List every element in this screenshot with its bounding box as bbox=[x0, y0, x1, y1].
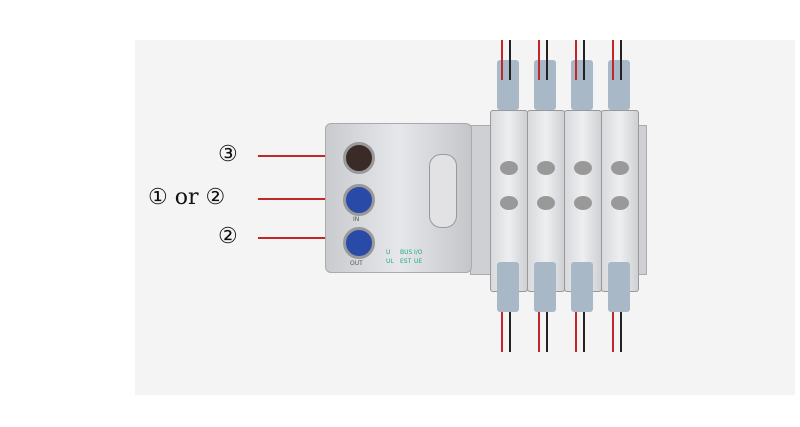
coil-bottom bbox=[534, 262, 556, 312]
led-panel: U BUS I/O UL EST UE bbox=[386, 249, 426, 265]
wire bbox=[501, 40, 503, 80]
power-connector bbox=[343, 142, 375, 174]
wire bbox=[509, 40, 511, 80]
solenoid-valve bbox=[601, 110, 639, 292]
wire bbox=[612, 40, 614, 80]
port-hole bbox=[574, 161, 592, 175]
wire bbox=[575, 312, 577, 352]
callout-1-or-2: ① or ② bbox=[148, 185, 226, 210]
port-hole bbox=[537, 161, 555, 175]
wire bbox=[538, 40, 540, 80]
wire bbox=[583, 312, 585, 352]
solenoid-valve bbox=[490, 110, 528, 292]
port-hole bbox=[611, 161, 629, 175]
wire bbox=[575, 40, 577, 80]
wire bbox=[620, 40, 622, 80]
led-u: U bbox=[386, 249, 391, 256]
led-est: EST bbox=[400, 258, 412, 265]
port-hole bbox=[537, 196, 555, 210]
callout-line-3 bbox=[258, 155, 350, 157]
coil-bottom bbox=[497, 262, 519, 312]
coil-bottom bbox=[608, 262, 630, 312]
callout-line-2 bbox=[258, 237, 350, 239]
out-label: OUT bbox=[350, 260, 363, 267]
port-hole bbox=[500, 196, 518, 210]
led-io: I/O bbox=[414, 249, 423, 256]
port-hole bbox=[611, 196, 629, 210]
led-ul: UL bbox=[386, 258, 394, 265]
out-connector bbox=[343, 227, 375, 259]
led-bus: BUS bbox=[400, 249, 413, 256]
wire bbox=[501, 312, 503, 352]
window-panel bbox=[429, 154, 457, 228]
in-label: IN bbox=[353, 216, 360, 223]
wire bbox=[509, 312, 511, 352]
wire bbox=[583, 40, 585, 80]
wire bbox=[546, 312, 548, 352]
bus-module: IN OUT U BUS I/O UL EST UE bbox=[325, 123, 472, 273]
wire bbox=[546, 40, 548, 80]
port-hole bbox=[574, 196, 592, 210]
led-ue: UE bbox=[414, 258, 423, 265]
in-connector bbox=[343, 184, 375, 216]
callout-2: ② bbox=[218, 224, 238, 249]
wire bbox=[612, 312, 614, 352]
solenoid-valve bbox=[527, 110, 565, 292]
callout-3: ③ bbox=[218, 142, 238, 167]
wire bbox=[620, 312, 622, 352]
wire bbox=[538, 312, 540, 352]
callout-line-1-or-2 bbox=[258, 198, 350, 200]
port-hole bbox=[500, 161, 518, 175]
coil-bottom bbox=[571, 262, 593, 312]
